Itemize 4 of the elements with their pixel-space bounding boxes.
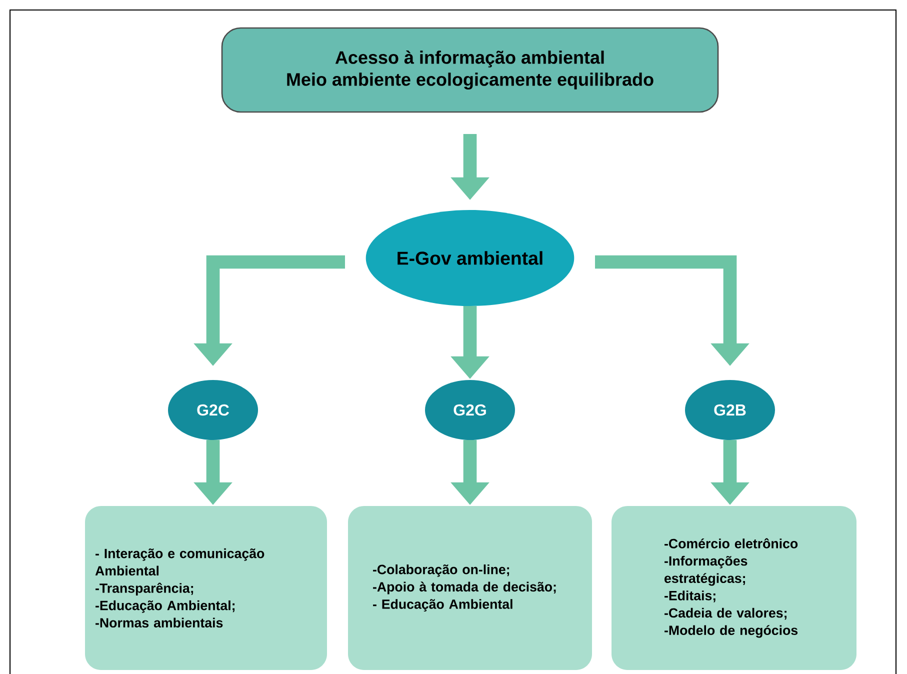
title-box: Acesso à informação ambiental Meio ambiente ecologicamente equilibrado [221, 27, 719, 113]
list-box: -Comércio eletrônico -Informações estratégicas; -Editais; -Cadeia de valores; -Modelo de negócios [612, 506, 856, 670]
list-box: - Interação e comunicação Ambiental -Transparência; -Educação Ambiental; -Normas ambientais [85, 506, 327, 670]
list-box: -Colaboração on-line; -Apoio à tomada de decisão; - Educação Ambiental [348, 506, 592, 670]
